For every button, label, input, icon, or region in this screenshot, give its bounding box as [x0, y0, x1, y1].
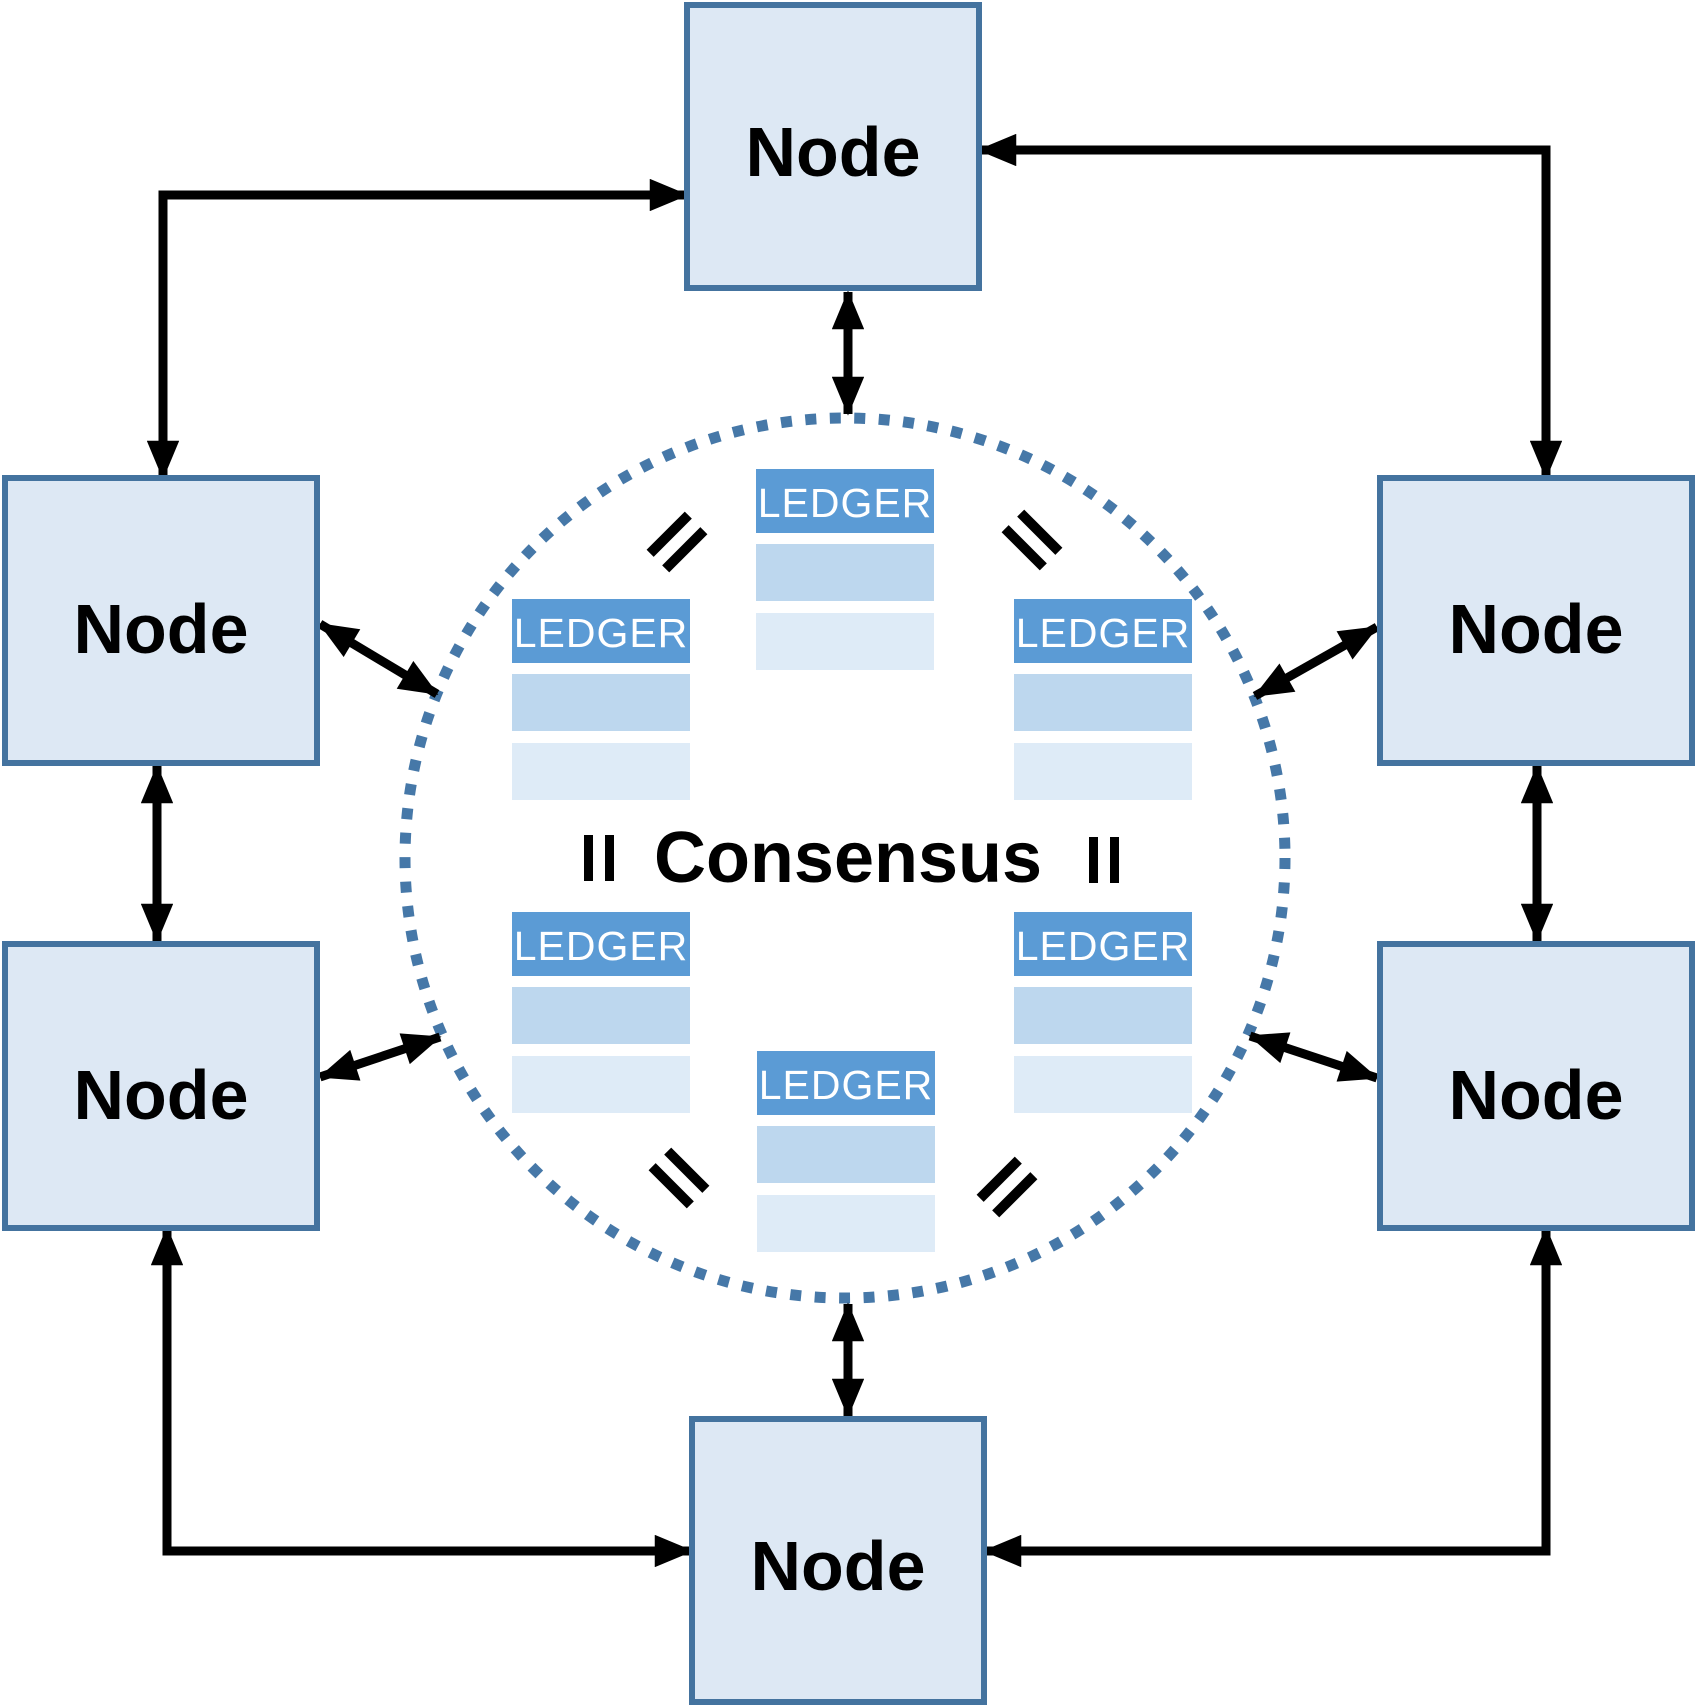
- equals-icon: [648, 1147, 710, 1209]
- ledger-block-top: LEDGER: [756, 469, 934, 670]
- ledger-row: [512, 674, 690, 731]
- node-label: Node: [74, 1056, 249, 1134]
- ledger-label: LEDGER: [514, 610, 689, 656]
- node-box: [1377, 475, 1695, 766]
- consensus-label: Consensus: [654, 818, 1042, 898]
- node-box: [689, 1416, 987, 1705]
- node-label: Node: [1449, 590, 1624, 668]
- ledger-block-bottom: LEDGER: [757, 1051, 935, 1252]
- node-label: Node: [74, 590, 249, 668]
- ledger-header: [1014, 599, 1192, 663]
- node-lower-left: Node: [2, 941, 320, 1231]
- ledger-label: LEDGER: [1016, 923, 1191, 969]
- node-label: Node: [746, 113, 921, 191]
- node-lower-right: Node: [1377, 941, 1695, 1231]
- node-label: Node: [751, 1527, 926, 1605]
- ledger-header: [756, 469, 934, 533]
- ledger-label: LEDGER: [1016, 610, 1191, 656]
- ledger-row: [757, 1195, 935, 1252]
- arrow-elbow-bottom-to-lowerright: [982, 1226, 1563, 1568]
- node-box: [684, 2, 982, 291]
- ledger-block-lower-right: LEDGER: [1014, 912, 1192, 1113]
- ledger-row: [1014, 743, 1192, 800]
- ledger-row: [1014, 674, 1192, 731]
- equals-icon: [1089, 837, 1119, 883]
- ledger-row: [756, 544, 934, 601]
- ledger-block-upper-right: LEDGER: [1014, 599, 1192, 800]
- node-box: [2, 941, 320, 1231]
- ledger-row: [1014, 1056, 1192, 1113]
- node-upper-left: Node: [2, 475, 320, 766]
- arrow-upperright-node-to-ring: [1252, 623, 1380, 700]
- arrow-lowerright-node-to-ring: [1248, 1031, 1379, 1083]
- ledger-label: LEDGER: [514, 923, 689, 969]
- arrow-elbow-top-to-upperright: [977, 133, 1563, 480]
- arrow-upperleft-node-to-ring: [317, 620, 440, 698]
- ledger-row: [512, 987, 690, 1044]
- node-upper-right: Node: [1377, 475, 1695, 766]
- ledger-header: [512, 912, 690, 976]
- ledger-row: [512, 1056, 690, 1113]
- ledger-header: [757, 1051, 935, 1115]
- node-label: Node: [1449, 1056, 1624, 1134]
- equals-icon: [976, 1156, 1038, 1218]
- ledger-label: LEDGER: [758, 480, 933, 526]
- node-top: Node: [684, 2, 982, 291]
- ledger-row: [1014, 987, 1192, 1044]
- ledger-header: [1014, 912, 1192, 976]
- arrow-elbow-lowerleft-to-bottom: [150, 1226, 694, 1568]
- consensus-ring: [399, 412, 1291, 1304]
- arrow-lowerleft-node-to-ring: [318, 1032, 442, 1082]
- node-box: [1377, 941, 1695, 1231]
- ledger-row: [512, 743, 690, 800]
- ledger-row: [756, 613, 934, 670]
- equals-icon: [584, 835, 614, 881]
- node-bottom: Node: [689, 1416, 987, 1705]
- equals-icon: [1001, 509, 1063, 571]
- ledger-block-upper-left: LEDGER: [512, 599, 690, 800]
- equals-icon: [646, 511, 708, 573]
- arrow-elbow-upperleft-to-top: [146, 178, 689, 480]
- node-box: [2, 475, 320, 766]
- ledger-block-lower-left: LEDGER: [512, 912, 690, 1113]
- ledger-header: [512, 599, 690, 663]
- ledger-row: [757, 1126, 935, 1183]
- ledger-label: LEDGER: [759, 1062, 934, 1108]
